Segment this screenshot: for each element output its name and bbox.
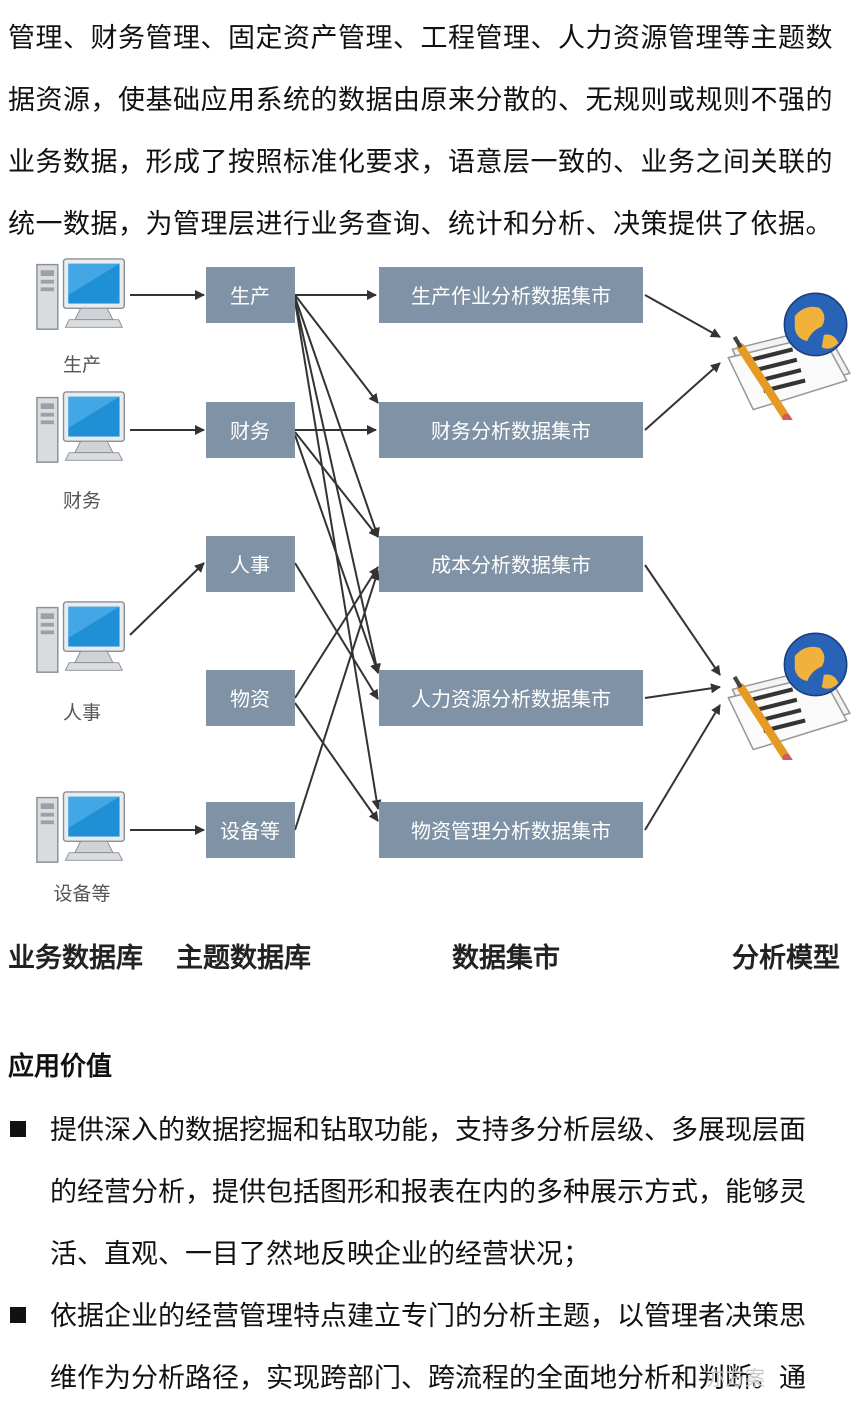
topic-box <box>206 670 295 726</box>
bullet-square-icon <box>10 1121 26 1137</box>
topic-box <box>206 267 295 323</box>
column-label-topic-db: 主题数据库 <box>176 943 311 974</box>
topic-box-label: 物资 <box>230 687 270 711</box>
bullet-item: 提供深入的数据挖掘和钻取功能，支持多分析层级、多展现层面 的经营分析，提供包括图… <box>8 1100 850 1286</box>
bullet-line: 的经营分析，提供包括图形和报表在内的多种展示方式，能够灵 <box>50 1177 806 1208</box>
mart-box <box>379 402 643 458</box>
section-title: 应用价值 <box>8 1052 113 1082</box>
column-label-analysis-model: 分析模型 <box>732 943 840 974</box>
arrows-topics-to-marts <box>294 290 382 831</box>
bullet-line: 依据企业的经营管理特点建立专门的分析主题，以管理者决策思 <box>50 1301 806 1332</box>
intro-line: 管理、财务管理、固定资产管理、工程管理、人力资源管理等主题数 <box>8 23 833 54</box>
bullet-line: 提供深入的数据挖掘和钻取功能，支持多分析层级、多展现层面 <box>50 1115 806 1146</box>
topic-box-label: 生产 <box>230 284 270 308</box>
arrows-marts-to-models <box>644 294 721 831</box>
arrows-computers-to-topics <box>129 290 205 835</box>
topic-box <box>206 802 295 858</box>
topic-box-label: 财务 <box>230 419 270 443</box>
analysis-model-icon <box>728 633 850 764</box>
mart-box-label: 生产作业分析数据集市 <box>411 284 611 308</box>
intro-line: 据资源，使基础应用系统的数据由原来分散的、无规则或规则不强的 <box>8 85 833 116</box>
mart-box <box>379 536 643 592</box>
watermark: 亦方案 <box>705 1366 765 1390</box>
computer-icon <box>36 391 126 463</box>
intro-line: 业务数据，形成了按照标准化要求，语意层一致的、业务之间关联的 <box>8 147 833 178</box>
bullet-item: 依据企业的经营管理特点建立专门的分析主题，以管理者决策思 维作为分析路径，实现跨… <box>8 1286 850 1410</box>
data-mart-boxes: 生产作业分析数据集市 财务分析数据集市 成本分析数据集市 人力资源分析数据集市 … <box>379 267 643 858</box>
mart-box <box>379 802 643 858</box>
mart-box-label: 财务分析数据集市 <box>431 419 591 443</box>
bullet-square-icon <box>10 1307 26 1323</box>
computer-icon <box>36 791 126 863</box>
topic-box-label: 设备等 <box>220 819 280 843</box>
data-flow-diagram: 生产 财务 人事 设备等 生产 财务 <box>36 258 858 905</box>
bullet-line: 活、直观、一目了然地反映企业的经营状况； <box>50 1239 590 1270</box>
computer-label: 设备等 <box>53 883 110 905</box>
mart-box <box>379 267 643 323</box>
topic-box <box>206 536 295 592</box>
computer-icon <box>36 258 126 330</box>
mart-box-label: 成本分析数据集市 <box>431 553 591 577</box>
analysis-model-icon <box>728 293 850 424</box>
mart-box <box>379 670 643 726</box>
column-label-business-db: 业务数据库 <box>8 943 143 974</box>
mart-box-label: 人力资源分析数据集市 <box>411 687 611 711</box>
computer-label: 财务 <box>63 490 101 512</box>
intro-paragraph: 管理、财务管理、固定资产管理、工程管理、人力资源管理等主题数 据资源，使基础应用… <box>8 8 850 256</box>
mart-box-label: 物资管理分析数据集市 <box>411 819 611 843</box>
topic-box-label: 人事 <box>230 553 270 577</box>
column-label-data-mart: 数据集市 <box>452 943 560 974</box>
computer-icon <box>36 601 126 673</box>
computer-label: 人事 <box>63 702 101 724</box>
bullet-line: 维作为分析路径，实现跨部门、跨流程的全面地分析和判断。通 <box>50 1363 806 1394</box>
topic-box <box>206 402 295 458</box>
topic-db-boxes: 生产 财务 人事 物资 设备等 <box>206 267 295 858</box>
intro-line: 统一数据，为管理层进行业务查询、统计和分析、决策提供了依据。 <box>8 209 833 240</box>
computer-label: 生产 <box>63 354 101 376</box>
